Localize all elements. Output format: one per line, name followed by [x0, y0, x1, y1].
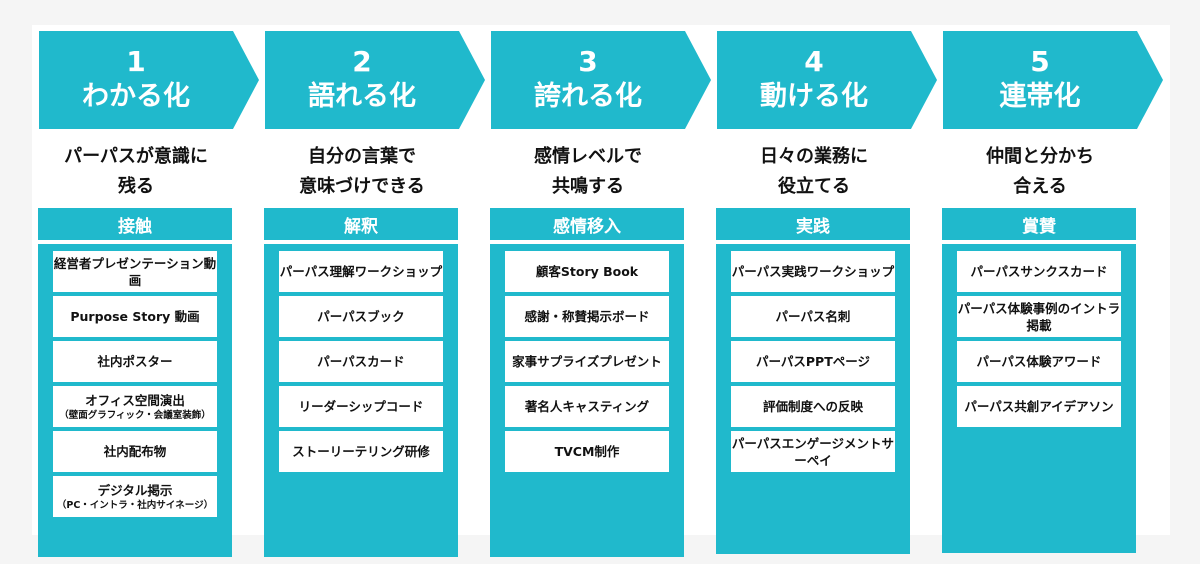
measure-item: 顧客Story Book — [505, 251, 669, 292]
step-subtitle: 日々の業務に 役立てる — [760, 146, 868, 197]
category-header: 実践 — [716, 208, 910, 240]
measure-item: パーパス実践ワークショップ — [731, 251, 895, 292]
step-title: 誇れる化 — [534, 81, 642, 112]
measure-label: TVCM制作 — [554, 444, 620, 459]
measure-label: パーパス理解ワークショップ — [279, 264, 443, 279]
measure-item: パーパス理解ワークショップ — [279, 251, 443, 292]
measure-label: ストーリーテリング研修 — [292, 444, 430, 459]
measure-item: パーパス体験事例のイントラ掲載 — [957, 296, 1121, 337]
measure-label: Purpose Story 動画 — [70, 309, 200, 324]
step-subtitle: 自分の言葉で 意味づけできる — [299, 146, 425, 197]
measure-item: Purpose Story 動画 — [53, 296, 217, 337]
step-subtitle: パーパスが意識に 残る — [64, 146, 208, 197]
step-title: 動ける化 — [760, 81, 868, 112]
measure-label: 感謝・称賛掲示ボード — [524, 309, 650, 324]
measure-item: 評価制度への反映 — [731, 386, 895, 427]
step-number: 3 — [578, 45, 598, 78]
measure-item: 社内ポスター — [53, 341, 217, 382]
measure-list: パーパス実践ワークショップパーパス名刺パーパスPPTページ評価制度への反映パーパ… — [716, 244, 910, 554]
measure-item: パーパス体験アワード — [957, 341, 1121, 382]
category-header: 解釈 — [264, 208, 458, 240]
measure-item: 社内配布物 — [53, 431, 217, 472]
measure-item: パーパスPPTページ — [731, 341, 895, 382]
chevron-arrow-icon — [491, 31, 711, 129]
measure-item: ストーリーテリング研修 — [279, 431, 443, 472]
step-subtitle: 感情レベルで 共鳴する — [534, 146, 642, 197]
measure-label: パーパスPPTページ — [756, 354, 870, 369]
measure-item: リーダーシップコード — [279, 386, 443, 427]
step-subtitle: 仲間と分かち 合える — [986, 146, 1094, 197]
measure-label: パーパス実践ワークショップ — [731, 264, 895, 279]
measure-label: パーパスブック — [317, 309, 405, 324]
measure-label: パーパス体験事例のイントラ掲載 — [957, 300, 1121, 333]
measure-label: オフィス空間演出 — [85, 392, 185, 408]
measure-label: パーパス共創アイデアソン — [964, 399, 1114, 414]
measure-label: パーパスエンゲージメントサーペイ — [731, 435, 895, 468]
measure-label: 社内ポスター — [97, 354, 173, 369]
measure-label: パーパス体験アワード — [976, 354, 1102, 369]
step-title: 連帯化 — [999, 81, 1081, 112]
measure-label: パーパスカード — [317, 354, 405, 369]
measure-label: 経営者プレゼンテーション動画 — [53, 255, 217, 288]
measure-item: 著名人キャスティング — [505, 386, 669, 427]
measure-item: オフィス空間演出（壁面グラフィック・会議室装飾） — [53, 386, 217, 427]
measure-label: デジタル掲示 — [97, 482, 173, 498]
measure-label: パーパスサンクスカード — [970, 264, 1108, 279]
category-header: 接触 — [38, 208, 232, 240]
measure-label: 家事サプライズプレゼント — [512, 354, 662, 369]
measure-label: パーパス名刺 — [775, 309, 851, 324]
measure-note: （PC・イントラ・社内サイネージ） — [56, 499, 214, 511]
measure-label: 顧客Story Book — [535, 264, 639, 279]
category-header: 感情移入 — [490, 208, 684, 240]
chevron-arrow-icon — [39, 31, 259, 129]
measure-list: 顧客Story Book 感謝・称賛掲示ボード家事サプライズプレゼント著名人キャス… — [490, 244, 684, 557]
chevron-arrow-icon — [717, 31, 937, 129]
measure-item: パーパス共創アイデアソン — [957, 386, 1121, 427]
measure-note: （壁面グラフィック・会議室装飾） — [59, 409, 211, 421]
step-number: 4 — [804, 45, 824, 78]
measure-item: 家事サプライズプレゼント — [505, 341, 669, 382]
chevron-arrow-icon — [943, 31, 1163, 129]
step-number: 2 — [352, 45, 372, 78]
chevron-arrow-icon — [265, 31, 485, 129]
measure-item: パーパスブック — [279, 296, 443, 337]
measure-label: 社内配布物 — [103, 444, 167, 459]
measure-list: パーパスサンクスカードパーパス体験事例のイントラ掲載パーパス体験アワードパーパス… — [942, 244, 1136, 553]
step-title: 語れる化 — [308, 81, 416, 112]
measure-item: TVCM制作 — [505, 431, 669, 472]
measure-list: パーパス理解ワークショップパーパスブックパーパスカードリーダーシップコードストー… — [264, 244, 458, 557]
measure-label: 評価制度への反映 — [762, 399, 863, 414]
measure-item: 感謝・称賛掲示ボード — [505, 296, 669, 337]
measure-item: デジタル掲示（PC・イントラ・社内サイネージ） — [53, 476, 217, 517]
measure-item: 経営者プレゼンテーション動画 — [53, 251, 217, 292]
measure-item: パーパスカード — [279, 341, 443, 382]
measure-label: リーダーシップコード — [298, 399, 424, 414]
measure-item: パーパスサンクスカード — [957, 251, 1121, 292]
step-number: 5 — [1030, 45, 1050, 78]
step-number: 1 — [126, 45, 146, 78]
measure-item: パーパスエンゲージメントサーペイ — [731, 431, 895, 472]
measure-label: 著名人キャスティング — [524, 399, 650, 414]
category-header: 賞賛 — [942, 208, 1136, 240]
step-title: わかる化 — [82, 81, 190, 112]
measure-item: パーパス名刺 — [731, 296, 895, 337]
